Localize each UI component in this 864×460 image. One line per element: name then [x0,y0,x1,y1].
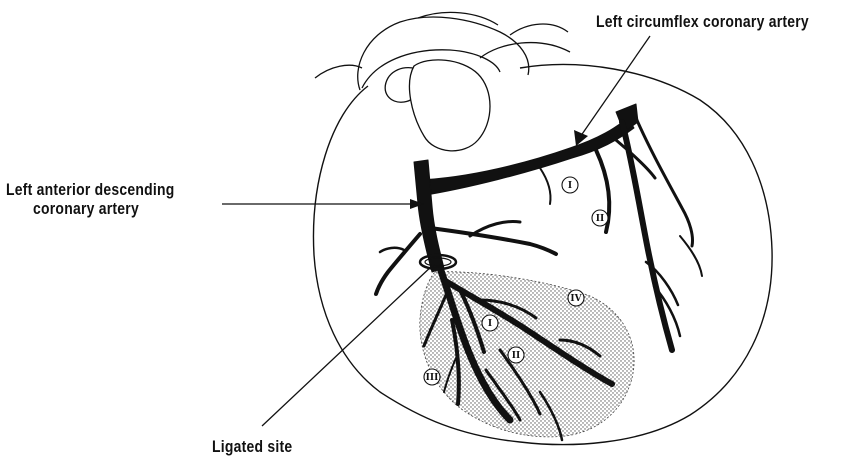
svg-text:I: I [568,181,572,191]
label-lad-line1: Left anterior descending [6,180,175,199]
svg-text:I: I [488,319,492,329]
svg-text:IV: IV [570,294,582,304]
label-circumflex: Left circumflex coronary artery [596,12,809,31]
svg-text:II: II [596,214,604,224]
svg-text:II: II [512,351,520,361]
atrial-appendage [385,60,490,151]
label-ligated: Ligated site [212,437,292,456]
label-lad-line2: coronary artery [33,199,139,218]
svg-text:III: III [426,373,439,383]
